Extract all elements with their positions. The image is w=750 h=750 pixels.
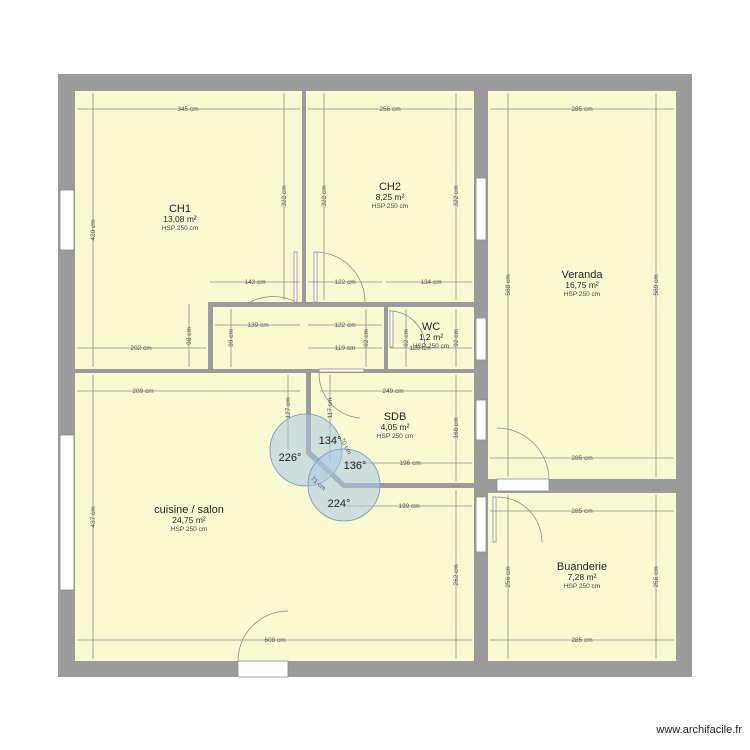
dim-label: 143 cm	[244, 279, 265, 286]
door-leaf[interactable]	[237, 660, 289, 678]
room-ch2-name: CH2	[379, 181, 401, 193]
dim-label: 120 cm	[409, 345, 430, 352]
dim-label: 122 cm	[334, 322, 355, 329]
door-swing	[237, 610, 289, 662]
room-veranda-name: Veranda	[562, 269, 604, 281]
room-sdb-hsp: HSP 250 cm	[377, 433, 413, 440]
dim-label: 256 cm	[653, 566, 660, 587]
angle-label: 224°	[328, 498, 351, 510]
angle-label: 134°	[319, 435, 342, 447]
room-buanderie-name: Buanderie	[557, 561, 607, 573]
wall	[302, 91, 306, 307]
dim-label: 209 cm	[132, 388, 153, 395]
wall	[306, 369, 474, 373]
room-ch1-name: CH1	[169, 203, 191, 215]
wall	[208, 302, 213, 373]
dim-label: 437 cm	[90, 506, 97, 527]
door-swing	[496, 427, 550, 480]
door-swing	[246, 296, 297, 305]
window	[475, 317, 487, 361]
room-sdb-name: SDB	[384, 411, 407, 423]
room-veranda-area: 16,75 m²	[565, 280, 599, 290]
dim-label: 134 cm	[420, 279, 441, 286]
dim-label: 127 cm	[285, 397, 292, 418]
dim-label: 285 cm	[571, 455, 592, 462]
room-ch1-hsp: HSP 250 cm	[162, 225, 198, 232]
dimension-labels: 345 cm 256 cm 285 cm 143 cm 122 cm 134 c…	[90, 106, 660, 644]
dim-label: 196 cm	[399, 460, 420, 467]
dimension-lines	[77, 93, 674, 659]
door-leaf[interactable]	[389, 310, 394, 348]
dim-label: 92 cm	[453, 329, 460, 347]
room-ch2-floor[interactable]	[306, 91, 474, 302]
door-leaf[interactable]	[313, 251, 318, 303]
door-leaf[interactable]	[318, 368, 365, 373]
door-leaf[interactable]	[293, 251, 298, 303]
dim-label: 588 cm	[505, 274, 512, 295]
room-wc-name: WC	[422, 321, 440, 333]
window	[59, 434, 75, 591]
dim-label: 322 cm	[453, 185, 460, 206]
room-buanderie-hsp: HSP 250 cm	[564, 583, 600, 590]
room-sdb-area: 4,05 m²	[381, 422, 410, 432]
room-ch1-area: 13,08 m²	[163, 214, 197, 224]
door-swing	[315, 251, 366, 303]
door-leaf[interactable]	[496, 478, 550, 492]
dim-label: 202 cm	[130, 345, 151, 352]
dim-label: 249 cm	[382, 388, 403, 395]
dim-label: 119 cm	[335, 345, 356, 352]
angle-label: 136°	[344, 460, 367, 472]
dim-label: 92 cm	[363, 329, 370, 347]
angle-label: 226°	[279, 452, 302, 464]
door-swing	[496, 496, 543, 543]
window	[475, 399, 487, 441]
wall	[384, 307, 388, 369]
room-buanderie-floor[interactable]	[488, 493, 676, 661]
room-ch2-hsp: HSP 250 cm	[372, 203, 408, 210]
dim-label: 285 cm	[571, 637, 592, 644]
room-veranda-hsp: HSP 250 cm	[564, 291, 600, 298]
room-cuisine-name: cuisine / salon	[154, 504, 224, 516]
dim-label: 256 cm	[505, 566, 512, 587]
dim-label: 139 cm	[247, 322, 268, 329]
room-wc-floor[interactable]	[388, 307, 474, 369]
door-swing	[389, 310, 426, 347]
window	[59, 189, 75, 251]
dim-label: 589 cm	[653, 274, 660, 295]
room-wc-hsp: HSP 250 cm	[413, 343, 449, 350]
dim-label: 608 cm	[264, 637, 285, 644]
room-ch2-area: 8,25 m²	[376, 192, 405, 202]
wall	[75, 369, 213, 373]
dim-label: 285 cm	[571, 106, 592, 113]
dim-label: 256 cm	[379, 106, 400, 113]
room-cuisine-hsp: HSP 250 cm	[171, 526, 207, 533]
hall-floor	[213, 307, 384, 369]
room-buanderie-area: 7,28 m²	[568, 572, 597, 582]
dim-label: 199 cm	[398, 503, 419, 510]
window	[475, 496, 487, 553]
angle-markers	[269, 413, 381, 522]
window	[475, 177, 487, 241]
dim-label: 322 cm	[321, 185, 328, 206]
dim-label: 122 cm	[334, 279, 355, 286]
dim-label: 322 cm	[281, 185, 288, 206]
watermark: www.archifacile.fr	[656, 724, 742, 736]
dim-label: 345 cm	[177, 106, 198, 113]
room-veranda-floor[interactable]	[488, 91, 676, 479]
wall	[474, 91, 488, 661]
dim-label: 262 cm	[453, 564, 460, 585]
wall	[208, 302, 474, 307]
dim-label: 98 cm	[186, 327, 193, 345]
dim-label: 168 cm	[453, 417, 460, 438]
room-cuisine-area: 24,75 m²	[172, 515, 206, 525]
dim-label: 92 cm	[403, 329, 410, 347]
room-wc-area: 1,2 m²	[419, 332, 443, 342]
dim-label: 99 cm	[228, 329, 235, 347]
dim-label: 285 cm	[571, 508, 592, 515]
door-swing	[318, 372, 361, 419]
dim-label: 117 cm	[327, 398, 334, 419]
dim-label: 420 cm	[90, 219, 97, 240]
door-leaf[interactable]	[492, 496, 497, 543]
